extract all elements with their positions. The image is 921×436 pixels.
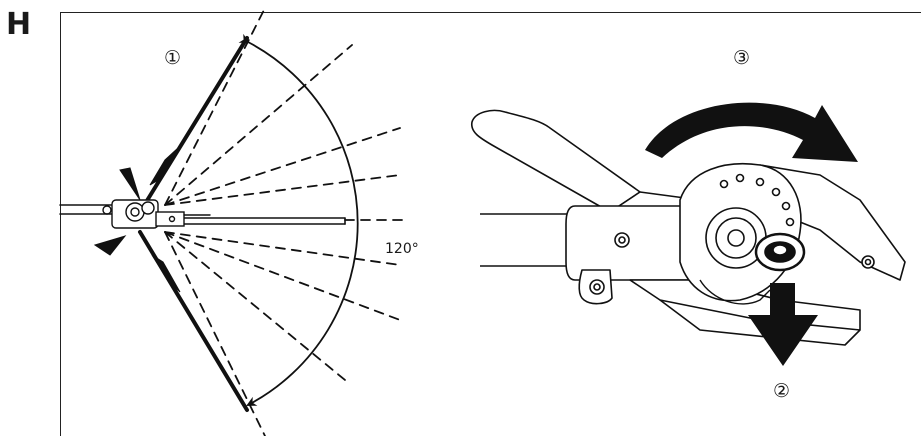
- section-letter: H: [6, 7, 32, 42]
- angle-label: 120°: [385, 241, 419, 257]
- angle-diagram: [59, 7, 406, 436]
- dashed-ray: [164, 7, 266, 206]
- upper-blade: [119, 36, 249, 214]
- step-1-label: ①: [164, 47, 182, 69]
- dashed-ray: [164, 231, 346, 381]
- step-3-label: ③: [733, 47, 751, 69]
- step-2-label: ②: [773, 380, 791, 402]
- dashed-ray: [164, 44, 353, 206]
- push-down-arrow-icon: [748, 283, 818, 366]
- lower-blade: [93, 230, 249, 412]
- gear-head: [102, 199, 211, 229]
- release-mechanism: [470, 109, 906, 346]
- dashed-ray: [164, 127, 401, 206]
- rotation-arrow-icon: [645, 102, 858, 162]
- dashed-ray: [164, 231, 401, 321]
- release-ring: [754, 232, 806, 272]
- dashed-ray: [164, 174, 401, 206]
- dashed-ray: [164, 231, 266, 436]
- dashed-ray: [164, 231, 401, 266]
- straight-shaft: [181, 217, 346, 225]
- handle-wing: [470, 109, 641, 213]
- dashed-rays: [164, 7, 406, 436]
- angle-arc: [238, 33, 359, 406]
